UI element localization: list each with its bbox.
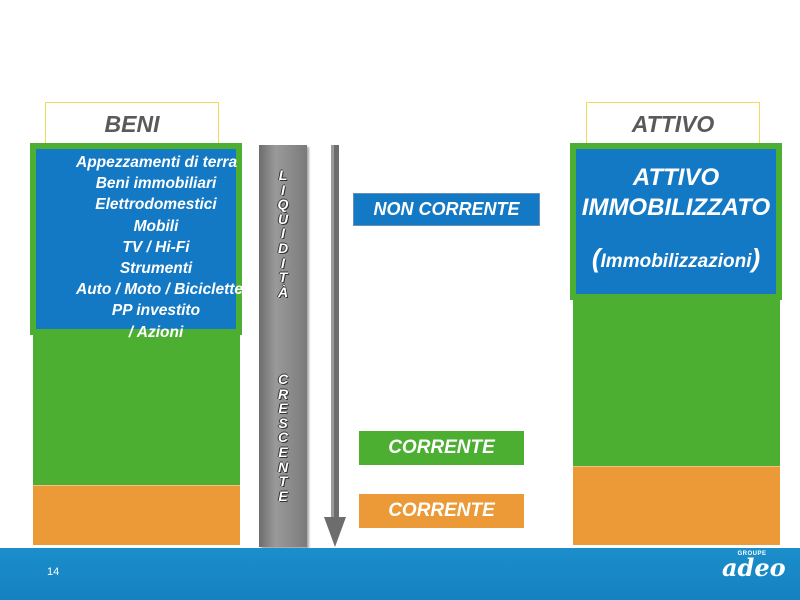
left-green-block bbox=[33, 330, 240, 486]
list-item: Mobili bbox=[133, 217, 179, 235]
left-column-header: BENI bbox=[45, 102, 219, 146]
assets-list: Appezzamenti di terra Beni immobiliari E… bbox=[36, 152, 244, 343]
list-item: Auto / Moto / Biciclette bbox=[76, 281, 244, 299]
list-item: TV / Hi-Fi bbox=[122, 238, 190, 256]
list-item: Strumenti bbox=[119, 260, 193, 278]
list-item: Appezzamenti di terra bbox=[76, 154, 238, 171]
attivo-title: ATTIVO bbox=[632, 164, 720, 191]
right-green-block bbox=[573, 295, 780, 467]
right-orange-block bbox=[573, 466, 780, 545]
vertical-word-crescente: C R E S C E N T E bbox=[277, 371, 289, 504]
footer-bar bbox=[0, 548, 800, 600]
left-orange-block bbox=[33, 485, 240, 545]
right-assets-box: ATTIVO IMMOBILIZZATO (Immobilizzazioni) bbox=[570, 143, 782, 300]
label-corrente-green: CORRENTE bbox=[359, 431, 524, 465]
list-item: Beni immobiliari bbox=[95, 175, 217, 193]
immobilizzato-title: IMMOBILIZZATO bbox=[581, 194, 771, 221]
down-arrow-icon bbox=[324, 145, 346, 547]
page-number: 14 bbox=[47, 566, 60, 578]
list-item: / Azioni bbox=[128, 323, 184, 341]
list-item: PP investito bbox=[111, 302, 201, 320]
right-column-header: ATTIVO bbox=[586, 102, 760, 146]
liquidity-bar bbox=[259, 145, 307, 547]
label-corrente-orange: CORRENTE bbox=[359, 494, 524, 528]
immobilizzazioni-subtitle: (Immobilizzazioni) bbox=[591, 243, 761, 273]
list-item: Elettrodomestici bbox=[95, 196, 217, 214]
label-non-corrente: NON CORRENTE bbox=[353, 193, 540, 226]
left-assets-box: Appezzamenti di terra Beni immobiliari E… bbox=[30, 143, 243, 341]
vertical-word-liquidita: L I Q U I D I T À bbox=[277, 167, 289, 300]
company-logo: GROUPE adeo bbox=[722, 551, 786, 582]
